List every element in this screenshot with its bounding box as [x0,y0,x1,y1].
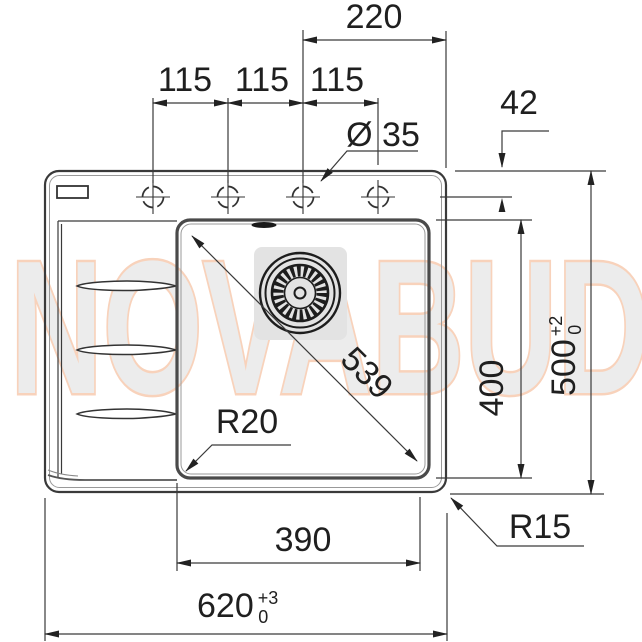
drainboard-edges [47,220,177,481]
dim-text-390: 390 [275,521,332,559]
dim-line-539 [191,235,418,462]
logo-plate [56,185,89,199]
dim-text-hole-diameter: Ø 35 [346,116,420,154]
sink-outline [43,169,448,494]
dim-text-620-tol-plus: +3 [258,588,279,608]
overflow-slot [251,222,277,228]
dim-text-620-value: 620 [197,587,254,625]
bowl-inner-rim [180,223,426,475]
dim-leader-r20 [185,444,291,472]
dim-leader-42 [498,130,549,168]
drainboard-groove-2 [76,344,177,356]
dim-text-500-value: 500 [545,339,583,396]
dim-text-42: 42 [500,84,538,122]
dim-text-620-tol-minus: 0 [258,607,268,627]
bowl-outline [175,218,431,480]
dim-text-r20: R20 [216,403,278,441]
drainboard-groove-3 [76,408,177,420]
dim-text-400: 400 [473,360,511,417]
dim-text-500: 500+20 [545,316,585,396]
extension-lines [44,30,606,641]
faucet-holes [136,180,395,214]
faucet-hole-3 [286,180,320,214]
dim-text-500-tol-minus: 0 [565,325,585,335]
faucet-hole-2 [211,180,245,214]
drainboard-groove-1 [76,280,177,292]
dim-text-220: 220 [346,0,403,36]
dim-text-115-2: 115 [235,61,289,99]
sink-inner-rim [49,175,442,488]
dim-text-115-1: 115 [158,61,212,99]
dim-leader-hole-diameter [320,150,418,182]
drain-shadow [254,247,347,340]
dimension-lines [44,36,595,638]
dim-text-115-3: 115 [310,61,364,99]
faucet-hole-1 [136,180,170,214]
dim-leader-r15 [450,497,584,547]
dim-text-r15: R15 [509,508,571,546]
dim-text-500-tol-plus: +2 [546,316,566,337]
faucet-hole-4 [361,180,395,214]
dim-arrow-42-up [498,198,506,212]
